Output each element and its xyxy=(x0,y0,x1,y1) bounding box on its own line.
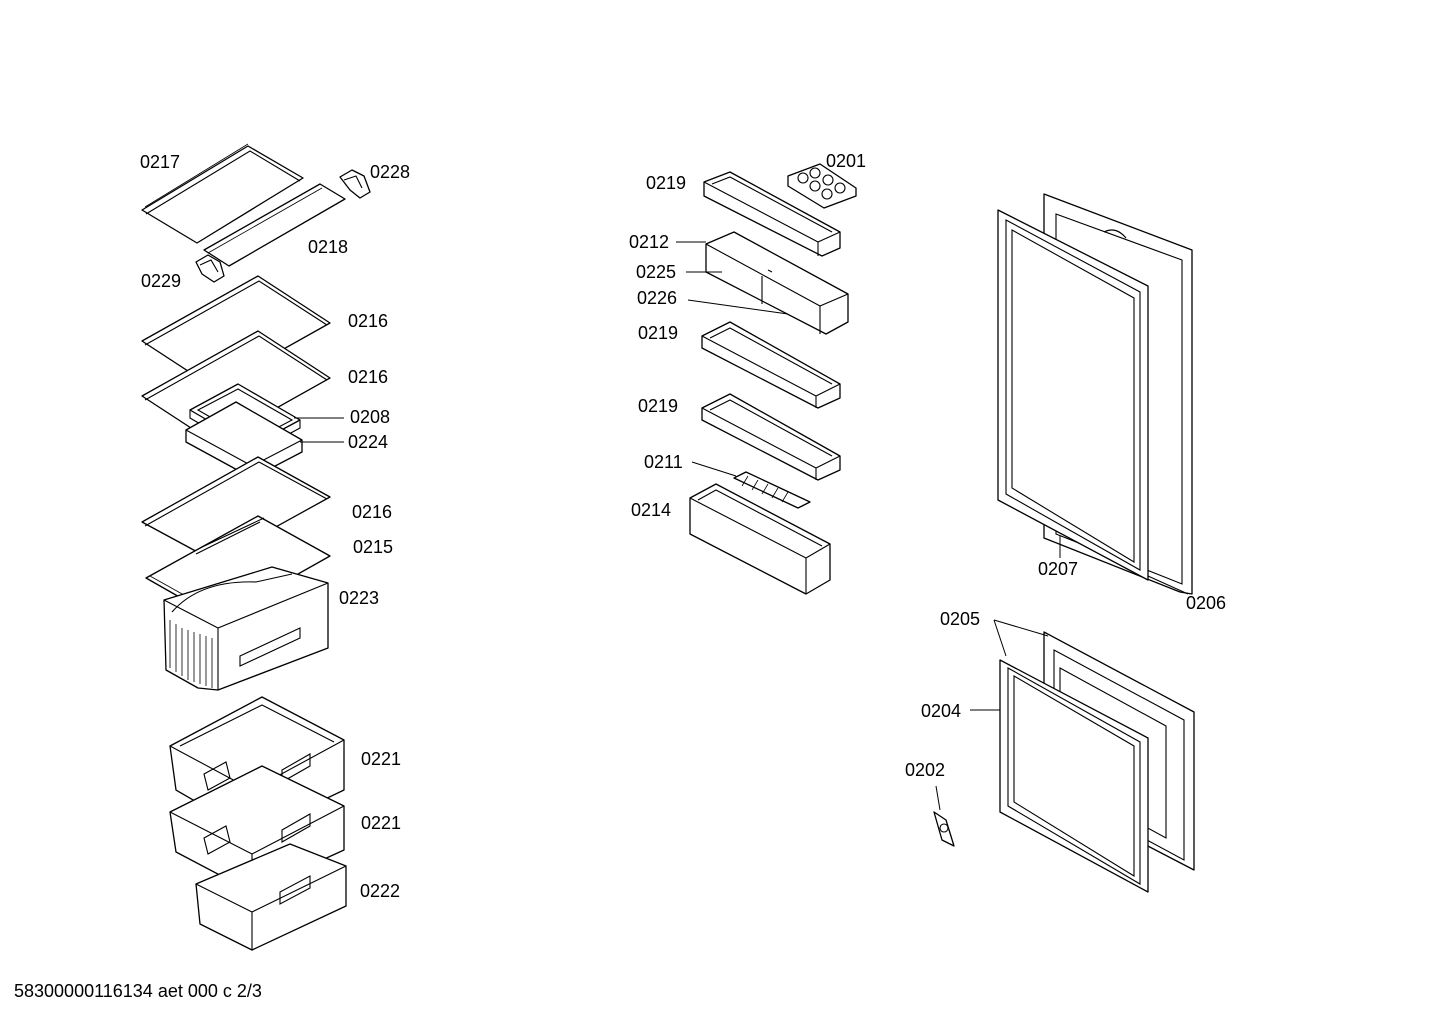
part-label-0226: 0226 xyxy=(637,288,678,308)
part-0216-shelf-3 xyxy=(141,456,331,562)
part-label-0208: 0208 xyxy=(350,407,391,427)
part-0222-drawer xyxy=(195,843,347,951)
part-0229-bracket xyxy=(195,254,225,283)
part-0211-divider xyxy=(733,471,811,509)
part-label-0207: 0207 xyxy=(1038,559,1079,579)
part-label-0215: 0215 xyxy=(353,537,394,557)
part-label-0229: 0229 xyxy=(141,271,182,291)
part-label-0228: 0228 xyxy=(370,162,411,182)
part-0218-shelf xyxy=(203,183,346,267)
part-0204-freezer-gasket xyxy=(999,659,1149,893)
part-label-0216-a: 0216 xyxy=(348,311,389,331)
part-0214-bottle-shelf xyxy=(689,483,831,595)
part-0228-bracket xyxy=(339,169,371,199)
document-reference: 58300000116134 aet 000 c 2/3 xyxy=(14,981,262,1001)
part-label-0205: 0205 xyxy=(940,609,981,629)
part-label-0216-b: 0216 xyxy=(348,367,389,387)
part-0217-shelf xyxy=(141,143,304,244)
part-label-0221-a: 0221 xyxy=(361,749,402,769)
part-0219-door-shelf-2 xyxy=(701,321,841,409)
part-label-0211: 0211 xyxy=(644,452,683,472)
part-label-0204: 0204 xyxy=(921,701,962,721)
part-label-0202: 0202 xyxy=(905,760,946,780)
part-label-0217: 0217 xyxy=(140,152,181,172)
part-label-0219-a: 0219 xyxy=(646,173,687,193)
part-0201-egg-tray xyxy=(787,163,857,209)
part-label-0221-b: 0221 xyxy=(361,813,402,833)
part-label-0201: 0201 xyxy=(826,151,867,171)
part-0207-gasket xyxy=(997,209,1149,581)
part-label-0214: 0214 xyxy=(631,500,672,520)
leader-lines xyxy=(294,241,1189,811)
part-label-0206: 0206 xyxy=(1186,593,1227,613)
part-label-0222: 0222 xyxy=(360,881,401,901)
part-label-0223: 0223 xyxy=(339,588,380,608)
part-0223-crisper xyxy=(163,566,329,691)
part-label-0218: 0218 xyxy=(308,237,349,257)
part-label-0224: 0224 xyxy=(348,432,389,452)
part-label-0216-c: 0216 xyxy=(352,502,393,522)
part-0219-door-shelf-1 xyxy=(703,171,841,257)
part-label-0225: 0225 xyxy=(636,262,677,282)
part-label-0219-b: 0219 xyxy=(638,323,679,343)
part-0202-cap xyxy=(933,811,955,847)
part-label-0219-c: 0219 xyxy=(638,396,679,416)
part-0219-door-shelf-3 xyxy=(701,393,841,481)
part-label-0212: 0212 xyxy=(629,232,670,252)
